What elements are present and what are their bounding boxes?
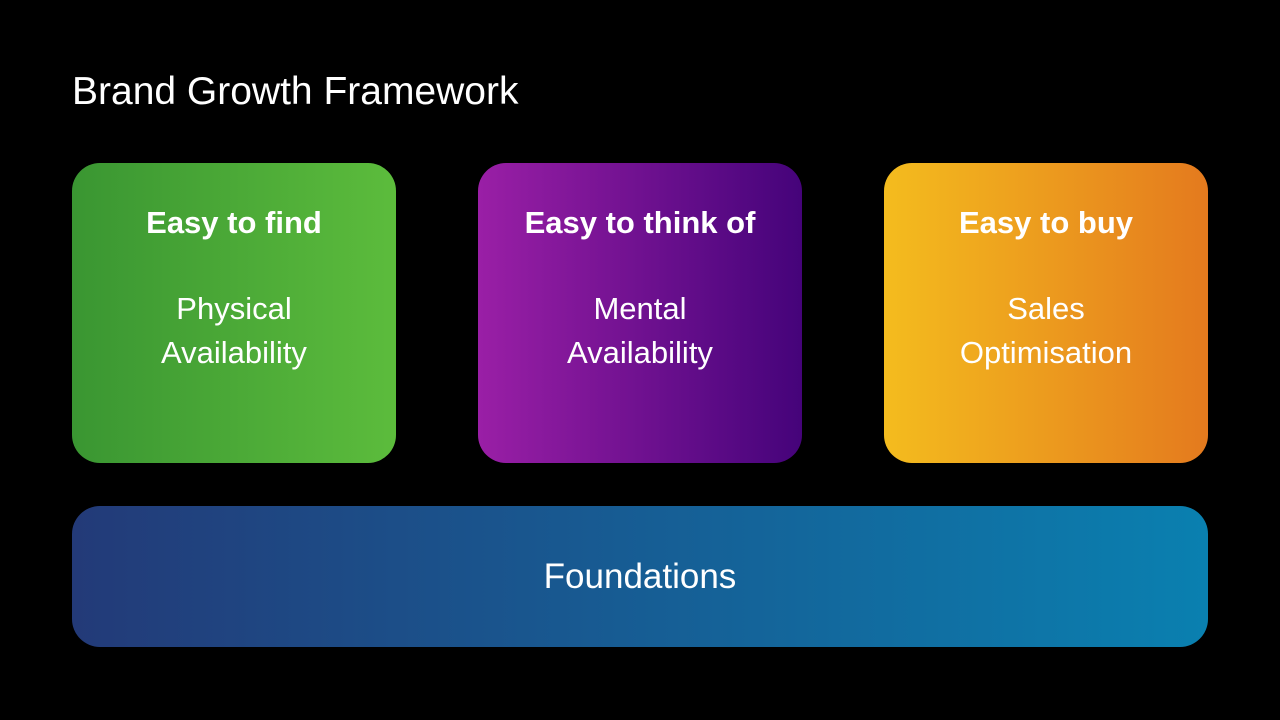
pillar-body-line: Physical: [176, 291, 292, 326]
pillar-body: Physical Availability: [72, 287, 396, 375]
pillar-easy-to-think-of: Easy to think of Mental Availability: [478, 163, 802, 463]
pillar-body-line: Optimisation: [959, 335, 1133, 370]
slide-title: Brand Growth Framework: [72, 70, 519, 113]
pillar-body-line: Sales: [1007, 291, 1085, 326]
pillar-heading: Easy to find: [146, 205, 322, 240]
pillar-easy-to-find: Easy to find Physical Availability: [72, 163, 396, 463]
pillar-easy-to-buy: Easy to buy Sales Optimisation: [884, 163, 1208, 463]
foundation-bar: Foundations: [72, 506, 1208, 647]
pillar-body-line: Availability: [567, 335, 713, 370]
pillar-heading: Easy to buy: [959, 205, 1133, 240]
pillar-body: Mental Availability: [478, 287, 802, 375]
pillar-body-line: Mental: [593, 291, 687, 326]
pillar-body-line: Availability: [161, 335, 307, 370]
pillar-body: Sales Optimisation: [884, 287, 1208, 375]
pillar-heading: Easy to think of: [524, 205, 756, 240]
foundation-label: Foundations: [543, 556, 737, 596]
